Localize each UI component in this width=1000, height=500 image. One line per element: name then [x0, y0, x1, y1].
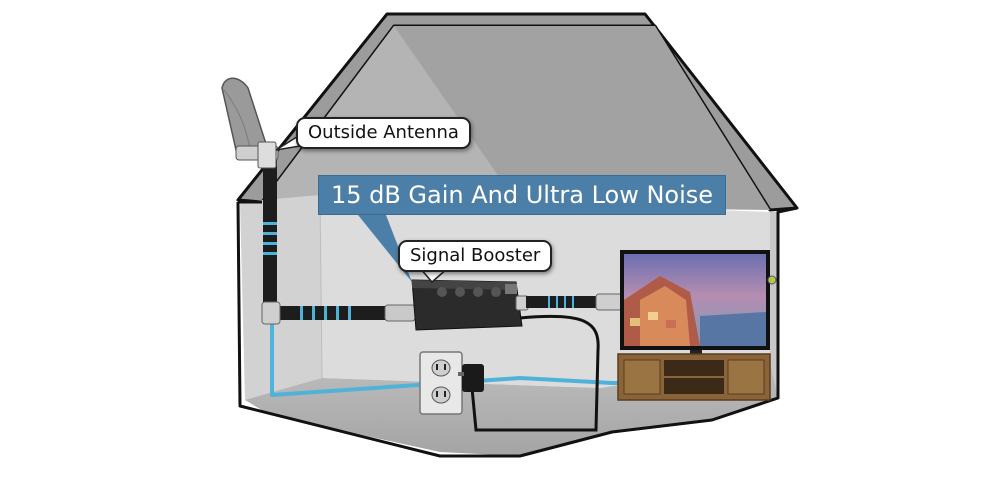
wall-outlet-icon: [419, 351, 463, 415]
cable-stripes: [263, 222, 277, 255]
house-outline: [236, 201, 798, 458]
wall-right: [770, 212, 778, 395]
antenna-callout: Outside Antenna: [296, 117, 471, 149]
gain-banner: 15 dB Gain And Ultra Low Noise: [318, 175, 726, 215]
power-cable: [470, 314, 600, 432]
coax-cable-icon: [270, 318, 622, 397]
antenna-icon: [221, 77, 279, 169]
roof-slope: [394, 26, 770, 210]
signal-booster-icon: [411, 279, 529, 331]
gain-callout-pointer: [354, 210, 412, 282]
tv-icon: [620, 250, 770, 354]
roof-gable: [262, 26, 516, 206]
booster-callout: Signal Booster: [398, 240, 553, 272]
wall-left: [240, 195, 322, 405]
power-adapter-icon: [458, 364, 484, 392]
tv-cabinet: [617, 353, 771, 401]
